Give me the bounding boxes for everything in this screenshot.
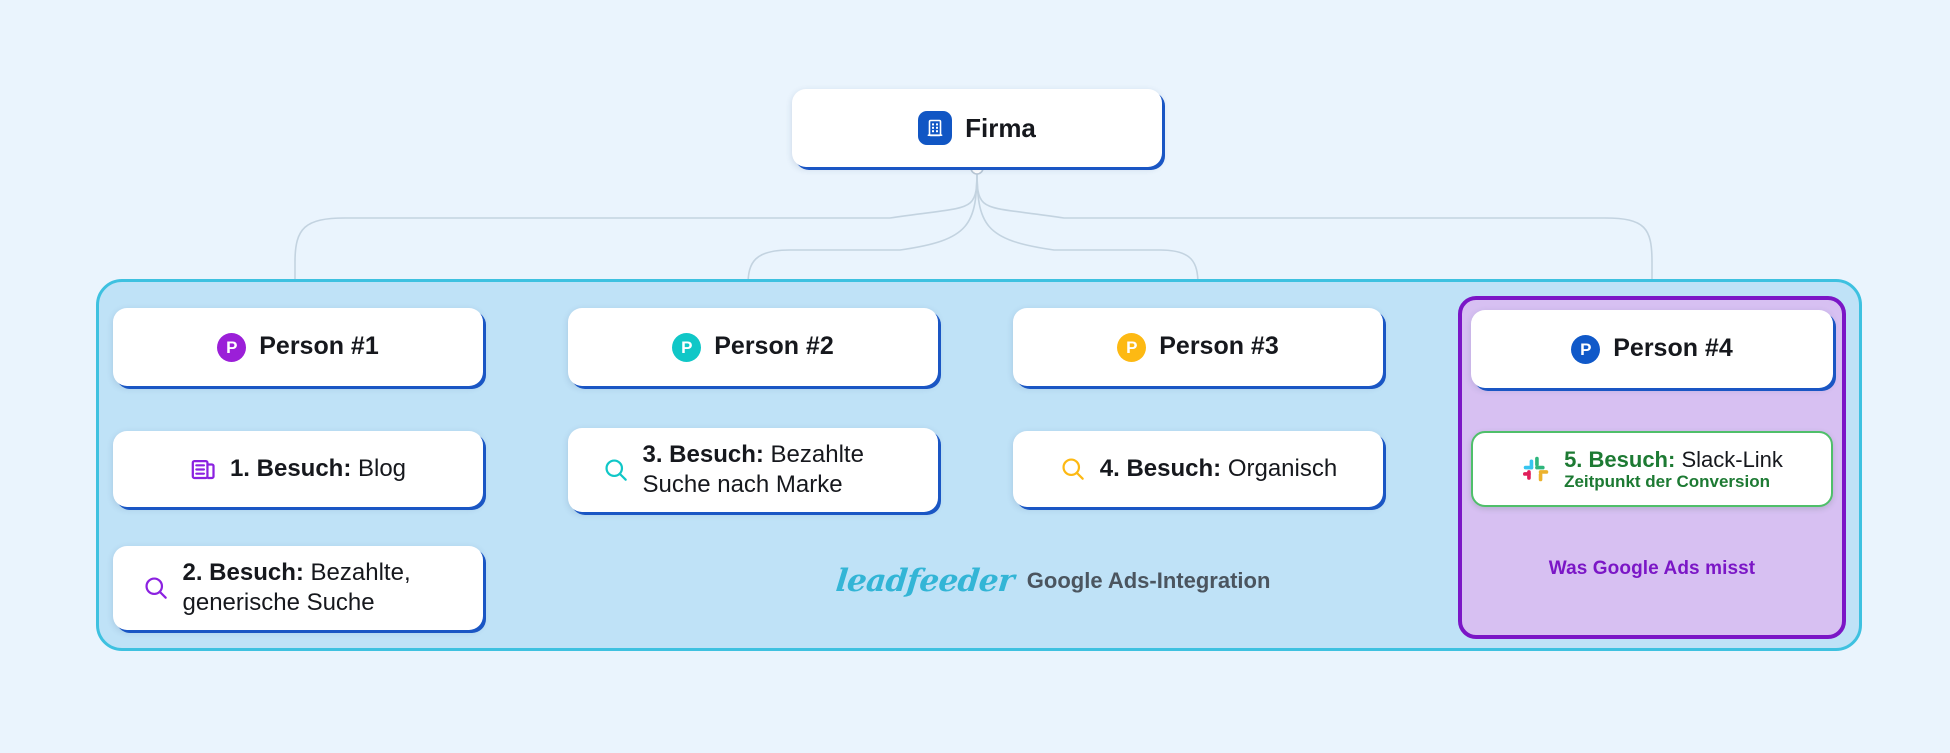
node-person-4[interactable]: P Person #4 [1471,310,1833,388]
search-icon [602,456,630,484]
node-visit-1[interactable]: 1. Besuch: Blog [113,431,483,507]
brand-footer: leadfeeder Google Ads-Integration [834,563,1271,599]
node-person-4-label: Person #4 [1613,334,1733,363]
node-firma-label: Firma [965,112,1036,143]
node-person-2[interactable]: P Person #2 [568,308,938,386]
node-visit-3-label: 3. Besuch: Bezahlte Suche nach Marke [642,441,864,498]
person-badge-icon: P [672,332,702,362]
node-person-1[interactable]: P Person #1 [113,308,483,386]
building-icon [918,111,953,145]
person-badge-icon: P [1117,332,1147,362]
person-badge-icon: P [1571,334,1601,364]
search-icon [142,574,170,602]
node-visit-5-subtitle: Zeitpunkt der Conversion [1564,471,1770,491]
node-visit-2[interactable]: 2. Besuch: Bezahlte, generische Suche [113,546,483,630]
node-firma[interactable]: Firma [792,89,1162,167]
slack-icon [1521,454,1551,484]
person-badge-icon: P [217,332,247,362]
node-visit-2-label: 2. Besuch: Bezahlte, generische Suche [182,559,411,616]
node-visit-5-label: 5. Besuch: Slack-Link [1564,446,1783,472]
google-ads-blindspot-caption: Was Google Ads misst [1548,558,1756,579]
node-visit-5-text: 5. Besuch: Slack-Link Zeitpunkt der Conv… [1564,447,1783,492]
article-icon [190,456,217,483]
node-person-2-label: Person #2 [714,332,834,361]
node-person-1-label: Person #1 [259,332,379,361]
leadfeeder-logo: leadfeeder [834,563,1016,599]
node-visit-1-label: 1. Besuch: Blog [229,455,407,482]
node-visit-5[interactable]: 5. Besuch: Slack-Link Zeitpunkt der Conv… [1471,431,1833,507]
search-icon [1059,455,1087,483]
node-visit-4[interactable]: 4. Besuch: Organisch [1013,431,1383,507]
node-person-3[interactable]: P Person #3 [1013,308,1383,386]
node-person-3-label: Person #3 [1159,332,1279,361]
node-visit-3[interactable]: 3. Besuch: Bezahlte Suche nach Marke [568,428,938,512]
brand-integration-label: Google Ads-Integration [1026,568,1271,593]
node-visit-4-label: 4. Besuch: Organisch [1099,455,1338,482]
